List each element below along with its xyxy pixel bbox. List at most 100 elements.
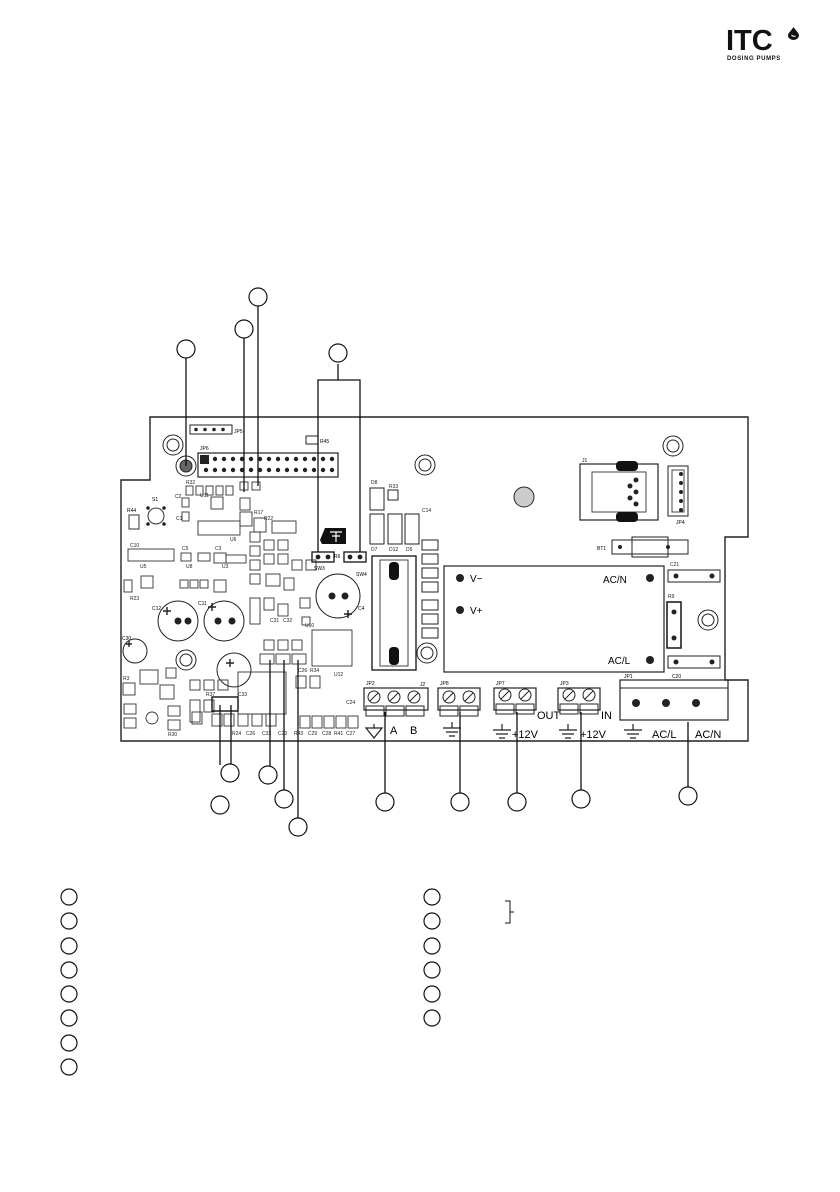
ground-symbol-icon-jp2 (364, 724, 384, 739)
c30-label: C30 (122, 636, 131, 642)
jp8-label: JP8 (440, 681, 449, 687)
u12-label: U12 (334, 672, 343, 678)
legend-circle (60, 888, 78, 906)
c20-label: C20 (672, 674, 681, 680)
c24-label: C24 (346, 700, 355, 706)
legend-circle (60, 985, 78, 1003)
c26-label: C26 (246, 731, 255, 737)
callout-circle (288, 817, 308, 837)
r22-label: R22 (264, 516, 273, 522)
jp4-connector: JP4 (667, 465, 689, 526)
d5-label: D5 (406, 547, 413, 553)
sw-headers: SW3 SW4 R6 (311, 551, 367, 578)
in-label: IN (601, 710, 612, 722)
callout-circle (220, 763, 240, 783)
c2-label: C2 (175, 494, 182, 500)
jp3-label: JP3 (560, 681, 569, 687)
right-side-components: C21 R9 (666, 562, 721, 669)
r41-label: R41 (334, 731, 343, 737)
jp7-label: JP7 (496, 681, 505, 687)
jp1-label: JP1 (624, 674, 633, 680)
r44-label: R44 (127, 508, 136, 514)
jp7-terminal: JP7 OUT +12V (493, 681, 561, 741)
electrolytic-caps (122, 573, 361, 688)
c32-label: C32 (283, 618, 292, 624)
r3-label: R3 (123, 676, 130, 682)
c33-label: C33 (238, 692, 247, 698)
legend-circle (423, 937, 441, 955)
legend-circles (60, 888, 441, 1076)
ground-icon-jp7 (493, 724, 511, 739)
jp3-terminal: JP3 IN +12V (557, 681, 612, 741)
smd-components-left: R32 C2 C1 U11 R17 R22 U6 C10 C5 C3 U5 U8… (123, 480, 297, 602)
c5-label: C5 (182, 546, 189, 552)
callout-circle (450, 792, 470, 812)
callout-circle (258, 765, 278, 785)
r32-label: R32 (186, 480, 195, 486)
c23-label: C23 (278, 731, 287, 737)
sw4-label: SW4 (356, 572, 367, 578)
bt1-battery: BT1 (597, 536, 689, 558)
terminal-a-label: A (390, 725, 398, 737)
r34-label: R34 (310, 668, 319, 674)
u10-label: U10 (305, 623, 314, 629)
j1-label: J1 (582, 458, 588, 464)
r37-label: R37 (206, 692, 215, 698)
legend-circle (60, 912, 78, 930)
r24-label: R24 (232, 731, 241, 737)
u5-label: U5 (140, 564, 147, 570)
jp6-pins (203, 456, 335, 473)
legend-circle (60, 937, 78, 955)
ground-icon-jp1 (624, 724, 642, 739)
r9-label: R9 (668, 594, 675, 600)
jp5-header: JP5 (189, 424, 243, 435)
c12-label: C12 (152, 606, 161, 612)
u6-label: U6 (230, 537, 237, 543)
s1-label: S1 (152, 497, 158, 503)
c31-label: C31 (270, 618, 279, 624)
smd-components-middle: U10 U12 C32 C31 (237, 531, 353, 715)
logo-tagline: DOSING PUMPS (727, 56, 781, 62)
mounting-holes (162, 434, 719, 671)
bt1-label: BT1 (597, 546, 606, 552)
c32-bottom-label: C32 (262, 731, 271, 737)
c10-label: C10 (130, 543, 139, 549)
legend-circle (423, 888, 441, 906)
r45-label: R45 (320, 439, 329, 445)
relay (371, 555, 417, 671)
r17-label: R17 (254, 510, 263, 516)
callout-circle (678, 786, 698, 806)
c11-label: C11 (198, 601, 207, 607)
callout-circle (248, 287, 268, 307)
jp1-terminal: JP1 C20 AC/L AC/N (619, 674, 729, 741)
pcb-outline (120, 416, 749, 742)
c1-label: C1 (176, 516, 183, 522)
callout-circle (234, 319, 254, 339)
c26b-label: C26 (298, 668, 307, 674)
u8-label: U8 (186, 564, 193, 570)
r23-label: R23 (130, 596, 139, 602)
d8-label: D8 (371, 480, 378, 486)
v12-out-label: +12V (512, 729, 539, 741)
jp8-terminal: JP8 J2 (420, 681, 481, 737)
legend-circle (423, 912, 441, 930)
jp6-header: JP6 (197, 446, 339, 478)
sw3-label: SW3 (314, 566, 325, 572)
j2-label: J2 (420, 682, 426, 688)
out-label: OUT (537, 710, 561, 722)
manufacturer-logo-icon (320, 528, 346, 544)
ac-l-module-label: AC/L (608, 656, 631, 667)
c28-label: C28 (322, 731, 331, 737)
ac-l-label: AC/L (652, 729, 676, 741)
r30-label: R30 (168, 732, 177, 738)
v-minus-label: V− (470, 574, 483, 585)
callout-circle (176, 339, 196, 359)
legend-circle (423, 985, 441, 1003)
smd-components-bottom: R3 R30 R37 C33 R24 C26 C32 C23 C26 R34 R… (122, 667, 359, 738)
callout-circle (274, 789, 294, 809)
legend-circle (60, 1034, 78, 1052)
jp2-label: JP2 (366, 681, 375, 687)
diodes: D8 R33 D7 D12 D5 C14 (369, 480, 439, 639)
legend-bracket (505, 900, 514, 924)
